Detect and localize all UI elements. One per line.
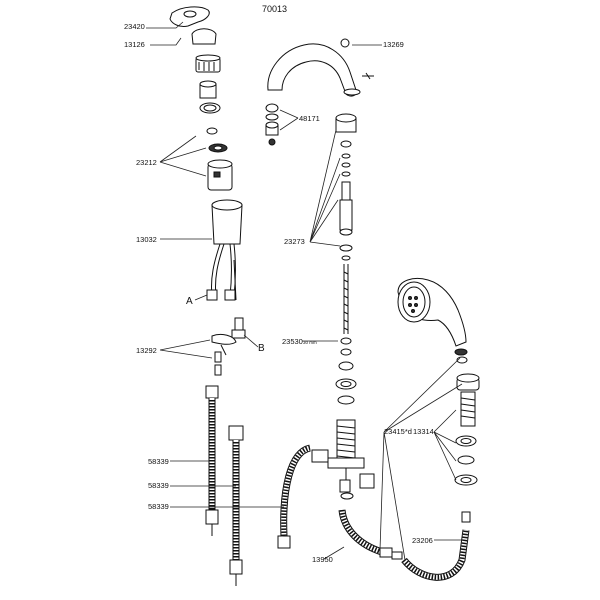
hand-shower-assembly [397,278,480,523]
label-58339-b: 58339 [148,481,169,490]
part-labels: 23420 13126 13269 48171 23212 13032 2327… [124,22,434,564]
spout-assembly [265,38,375,500]
handle-assembly [169,6,246,376]
label-23415: 23415*d [384,427,412,436]
label-13269: 13269 [383,40,404,49]
label-48171: 48171 [299,114,320,123]
label-a: A [186,296,193,307]
label-58339-a: 58339 [148,457,169,466]
label-23212: 23212 [136,158,157,167]
label-b: B [258,343,265,354]
label-13314: 13314 [413,427,434,436]
label-23420: 23420 [124,22,145,31]
label-13032: 13032 [136,235,157,244]
label-23530: 23530 [282,337,303,346]
supply-hoses [205,385,312,586]
label-23273: 23273 [284,237,305,246]
shower-hoses [338,509,470,581]
label-13292: 13292 [136,346,157,355]
label-23530-size: 30 mm [303,340,317,345]
label-13126: 13126 [124,40,145,49]
leader-lines [146,21,464,561]
diagram-title: 70013 [262,4,287,14]
label-58339-c: 58339 [148,502,169,511]
label-23206: 23206 [412,536,433,545]
label-13950: 13950 [312,555,333,564]
